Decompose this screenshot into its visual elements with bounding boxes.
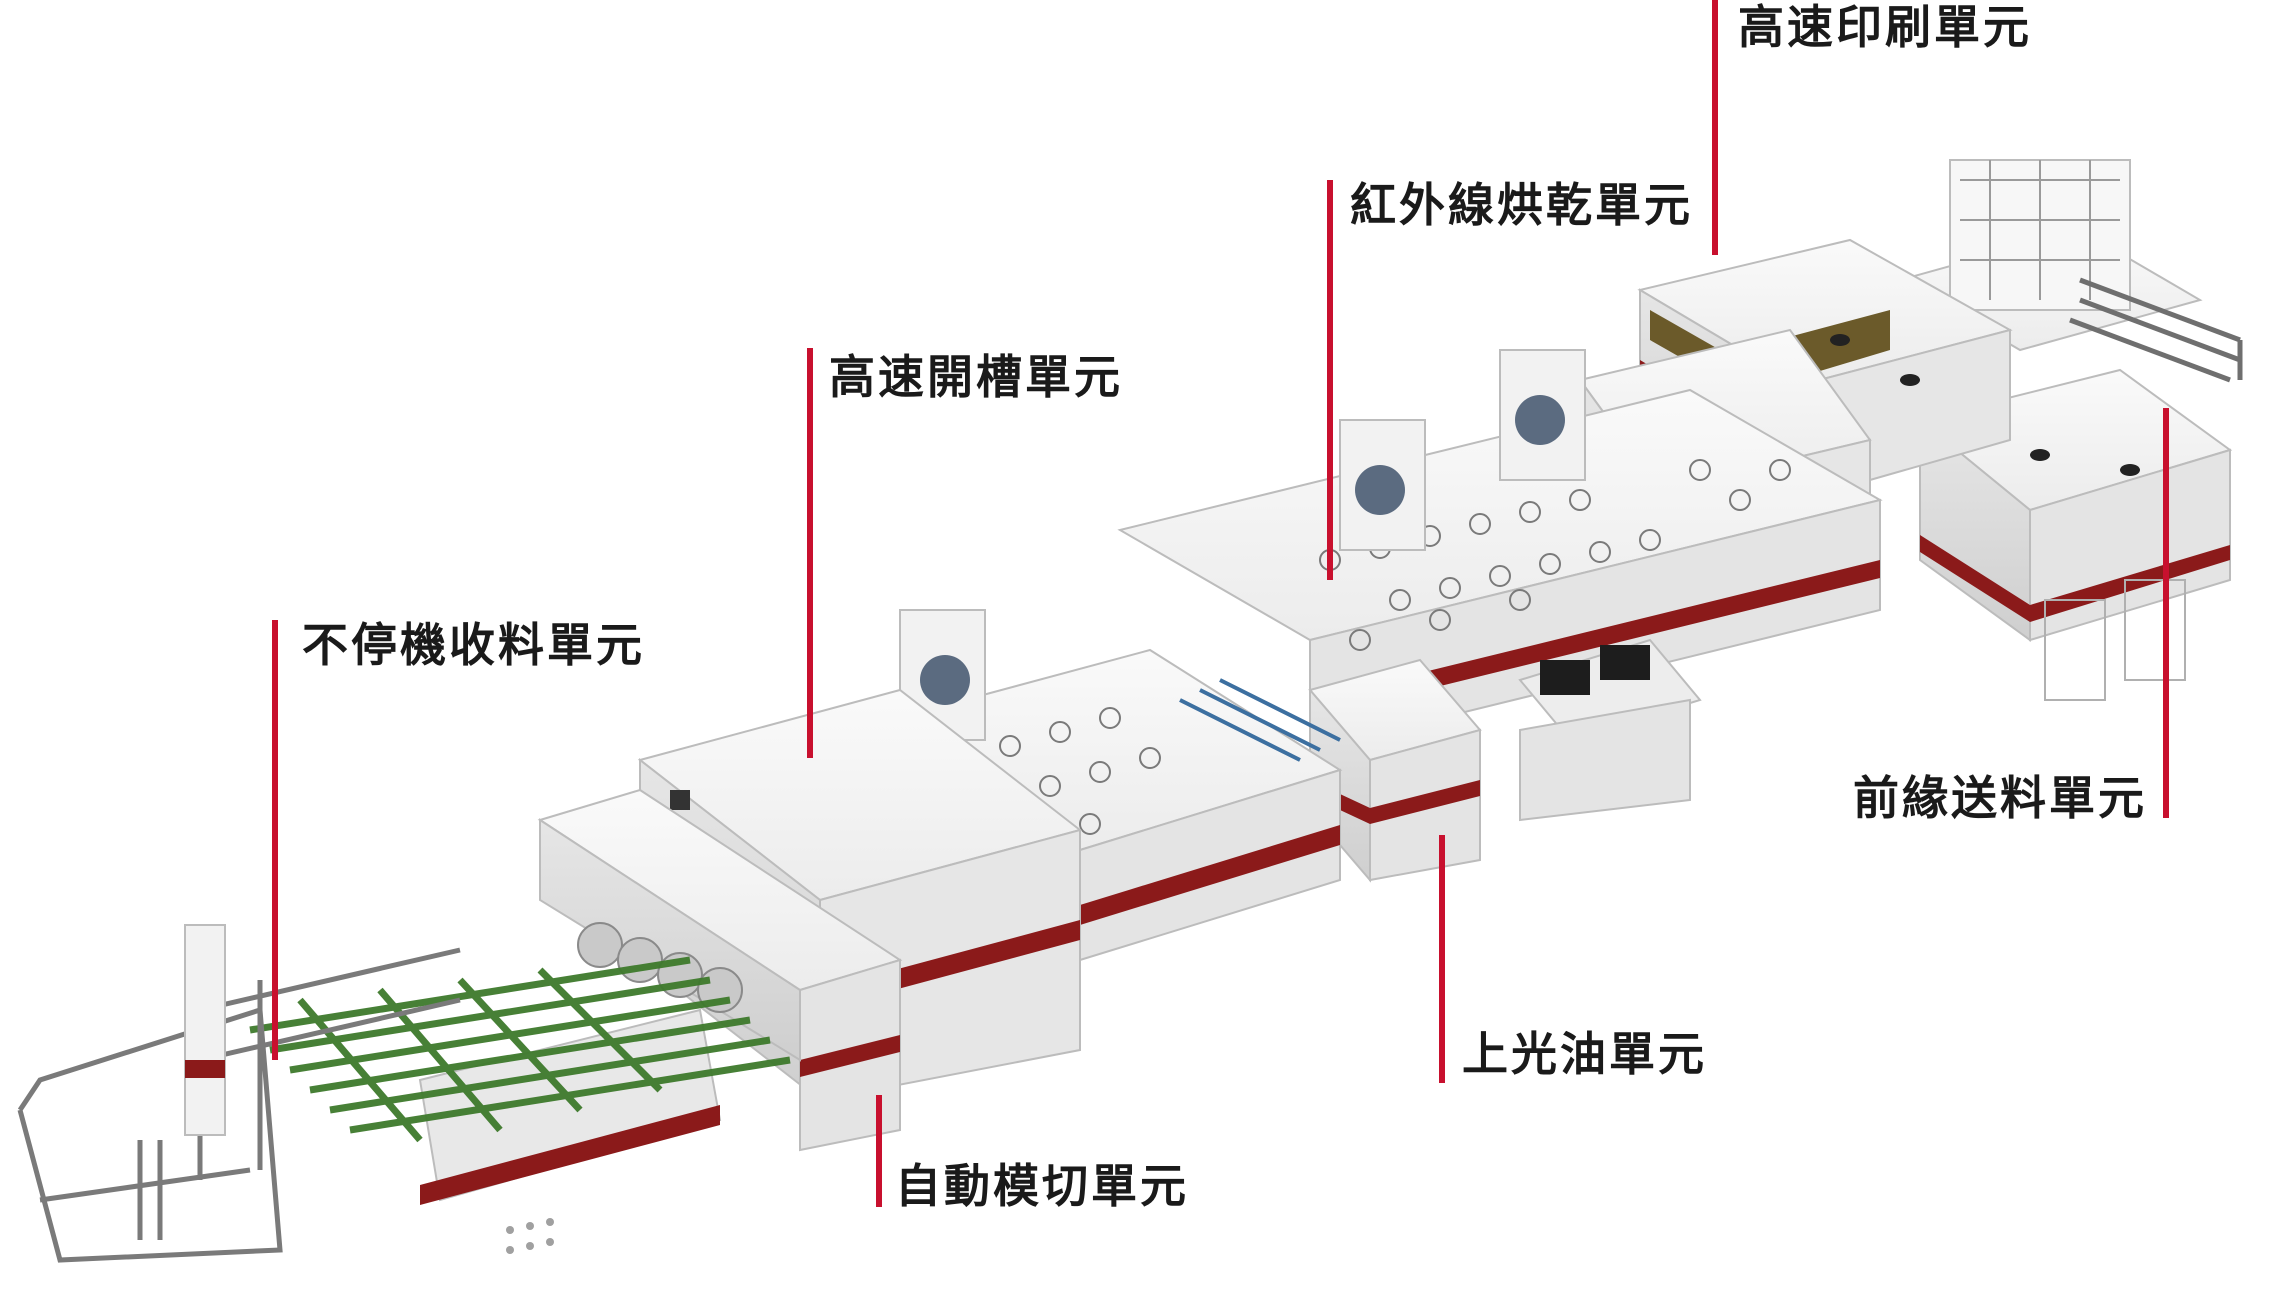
nonstop-stacker-unit xyxy=(17,922,791,1263)
infrared-drying-leader-line xyxy=(1327,180,1333,580)
varnish-unit-label: 上光油單元 xyxy=(1462,1027,1707,1081)
slotting-unit xyxy=(887,609,1343,962)
control-console xyxy=(1518,638,1702,822)
die-cutting-unit-label: 自動模切單元 xyxy=(895,1159,1189,1213)
infrared-drying-unit-label: 紅外線烘乾單元 xyxy=(1350,178,1693,232)
lead-edge-feeder-leader-line xyxy=(2163,408,2169,818)
lead-edge-feeder-unit-label: 前緣送料單元 xyxy=(1853,771,2147,825)
nonstop-stacker-unit-label: 不停機收料單元 xyxy=(302,618,645,672)
infrared-drying-unit xyxy=(1117,349,1883,752)
printing-leader-line xyxy=(1712,0,1718,255)
varnish-leader-line xyxy=(1439,835,1445,1083)
nonstop-stacker-leader-line xyxy=(272,620,278,1060)
printing-unit-label: 高速印刷單元 xyxy=(1738,0,2032,54)
die-cutting-leader-line xyxy=(876,1095,882,1207)
die-cutting-unit xyxy=(537,688,1083,1152)
varnish-unit xyxy=(1308,658,1482,883)
slotting-leader-line xyxy=(807,348,813,758)
slotting-unit-label: 高速開槽單元 xyxy=(829,350,1123,404)
